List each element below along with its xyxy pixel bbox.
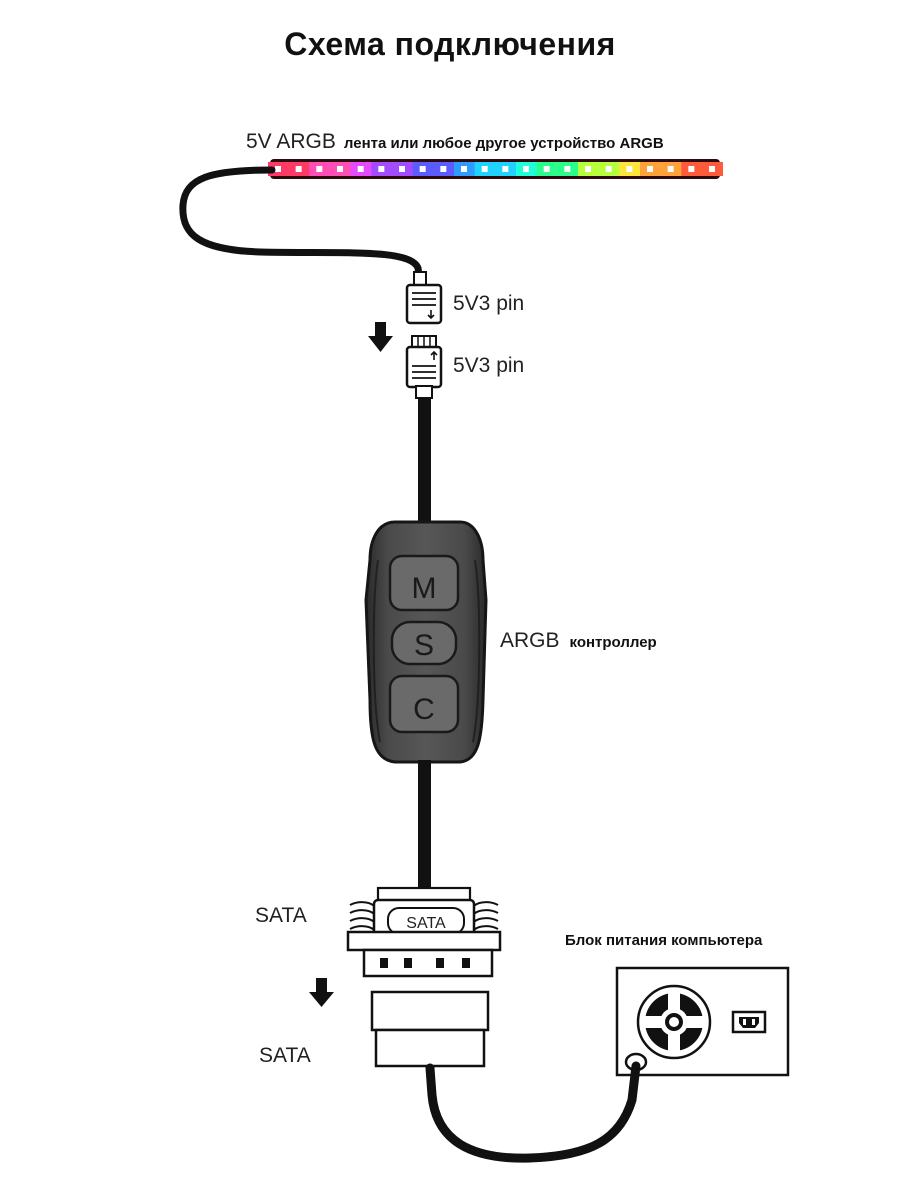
controller-label: ARGB контроллер	[500, 630, 657, 651]
connector-arrow-up-icon	[430, 350, 438, 360]
strip-cable	[179, 166, 424, 286]
connector-arrow-down-icon	[427, 310, 435, 320]
led-dot	[523, 166, 529, 172]
mode-button-label: M	[412, 572, 437, 605]
led-dot	[688, 166, 695, 172]
led-dot	[585, 166, 591, 172]
controller-name: ARGB	[500, 629, 560, 652]
cable-to-sata	[418, 760, 431, 892]
sata-plug-label: SATA	[406, 915, 446, 932]
led-dot	[626, 166, 633, 172]
led-dots	[268, 162, 723, 176]
led-dot	[709, 166, 715, 172]
led-dot	[543, 166, 550, 172]
mode-button[interactable]: M	[388, 554, 460, 612]
down-arrow-icon	[309, 978, 334, 1007]
down-arrow-icon	[368, 322, 393, 352]
pin-top-label: 5V3 pin	[453, 292, 525, 315]
led-dot	[647, 166, 653, 172]
controller-description: контроллер	[569, 634, 657, 651]
sata-top-label: SATA	[255, 904, 307, 927]
led-dot	[419, 166, 426, 172]
psu-cable	[425, 1061, 641, 1163]
led-dot	[440, 166, 447, 172]
led-dot	[399, 166, 405, 172]
speed-button[interactable]: S	[390, 620, 458, 666]
led-dot	[481, 166, 488, 172]
argb-led-strip	[268, 159, 723, 179]
page-title: Схема подключения	[284, 26, 616, 62]
sata-plug: SATA	[346, 886, 502, 978]
speed-button-label: S	[414, 629, 434, 662]
psu-label: Блок питания компьютера	[565, 932, 763, 949]
led-dot	[316, 166, 323, 172]
led-dot	[378, 166, 385, 172]
led-dot	[502, 166, 509, 172]
pin-bottom-label: 5V3 pin	[453, 354, 525, 377]
led-dot	[461, 166, 467, 172]
led-dot	[295, 166, 302, 172]
led-dot	[357, 166, 364, 172]
color-button[interactable]: C	[388, 674, 460, 734]
led-dot	[337, 166, 343, 172]
led-dot	[667, 166, 674, 172]
led-dot	[275, 166, 281, 172]
strip-voltage-label: 5V ARGB	[246, 130, 336, 153]
power-socket-icon	[731, 1010, 767, 1034]
connector-bottom	[405, 335, 443, 399]
fan-icon	[636, 984, 712, 1060]
power-supply-unit	[615, 966, 790, 1077]
cable-to-controller	[418, 397, 431, 527]
color-button-label: C	[413, 693, 435, 726]
sata-bottom-label: SATA	[259, 1044, 311, 1067]
connector-top	[405, 271, 443, 325]
led-dot	[564, 166, 571, 172]
sata-socket	[370, 990, 490, 1068]
strip-label: 5V ARGB лента или любое другое устройство…	[246, 131, 664, 152]
strip-description: лента или любое другое устройство ARGB	[343, 135, 664, 152]
argb-controller: M S C	[364, 520, 488, 764]
led-dot	[605, 166, 612, 172]
